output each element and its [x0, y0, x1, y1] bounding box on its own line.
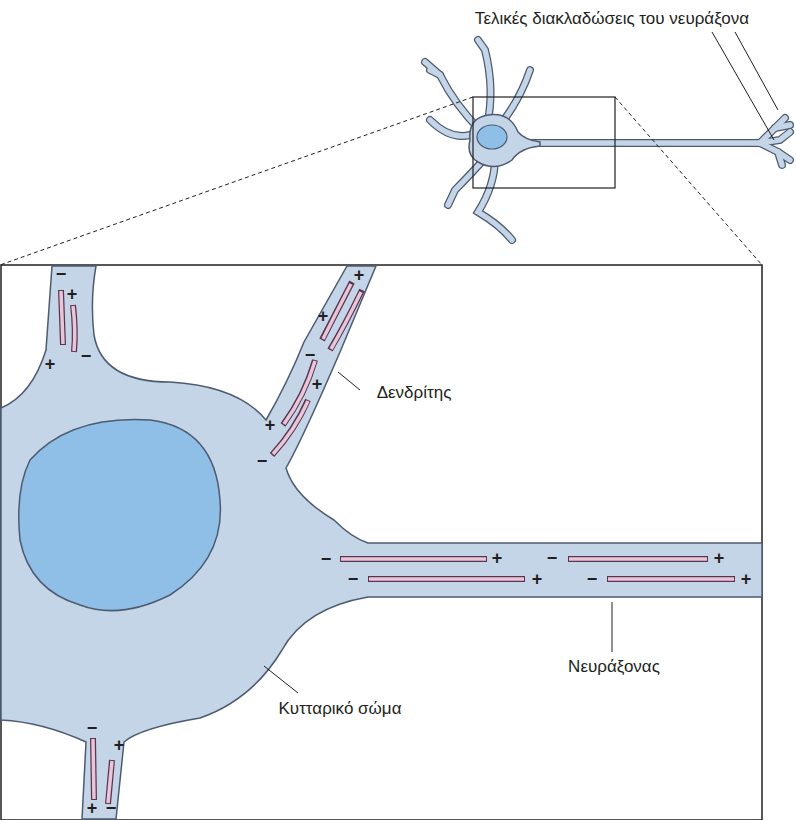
polarity-sign: − [81, 347, 92, 365]
leader-line [712, 32, 774, 140]
microtubule [61, 284, 734, 803]
part-label: Κυτταρικό σώμα [279, 700, 402, 717]
nucleus [19, 420, 221, 611]
polarity-sign: + [354, 266, 365, 284]
polarity-sign: − [257, 452, 268, 470]
leader-line [735, 32, 778, 110]
part-label: Δενδρίτης [377, 384, 452, 401]
part-label: Νευράξονας [568, 658, 660, 675]
polarity-sign: − [321, 550, 332, 568]
polarity-sign: − [587, 570, 598, 588]
projection-line [615, 97, 762, 265]
zoom-box [473, 97, 615, 188]
projection-line [0, 97, 473, 265]
polarity-sign: + [492, 549, 503, 567]
polarity-sign: + [265, 416, 276, 434]
microtubule-outline [61, 282, 735, 804]
polarity-sign: + [714, 549, 725, 567]
polarity-sign: + [318, 307, 329, 325]
polarity-sign: − [348, 570, 359, 588]
neuron-outline [425, 40, 790, 240]
cell-body-small [469, 115, 540, 167]
enlarged-frame [1, 265, 762, 820]
polarity-sign: + [532, 570, 543, 588]
leader-line [264, 666, 298, 693]
polarity-sign: + [87, 799, 98, 817]
part-label: Τελικές διακλαδώσεις του νευράξονα [475, 10, 749, 27]
leader-line [612, 602, 613, 652]
polarity-sign: + [114, 736, 125, 754]
polarity-sign: − [106, 799, 117, 817]
cell-body [1, 266, 762, 819]
polarity-sign: − [547, 549, 558, 567]
polarity-sign: − [87, 719, 98, 737]
polarity-sign: + [312, 375, 323, 393]
polarity-sign: − [56, 265, 67, 283]
neuron-fill [425, 40, 790, 240]
nucleus-small [477, 125, 507, 149]
polarity-sign: + [67, 285, 78, 303]
polarity-sign: + [45, 355, 56, 373]
polarity-sign: − [305, 346, 316, 364]
polarity-sign: + [741, 570, 752, 588]
leader-line [338, 372, 360, 390]
